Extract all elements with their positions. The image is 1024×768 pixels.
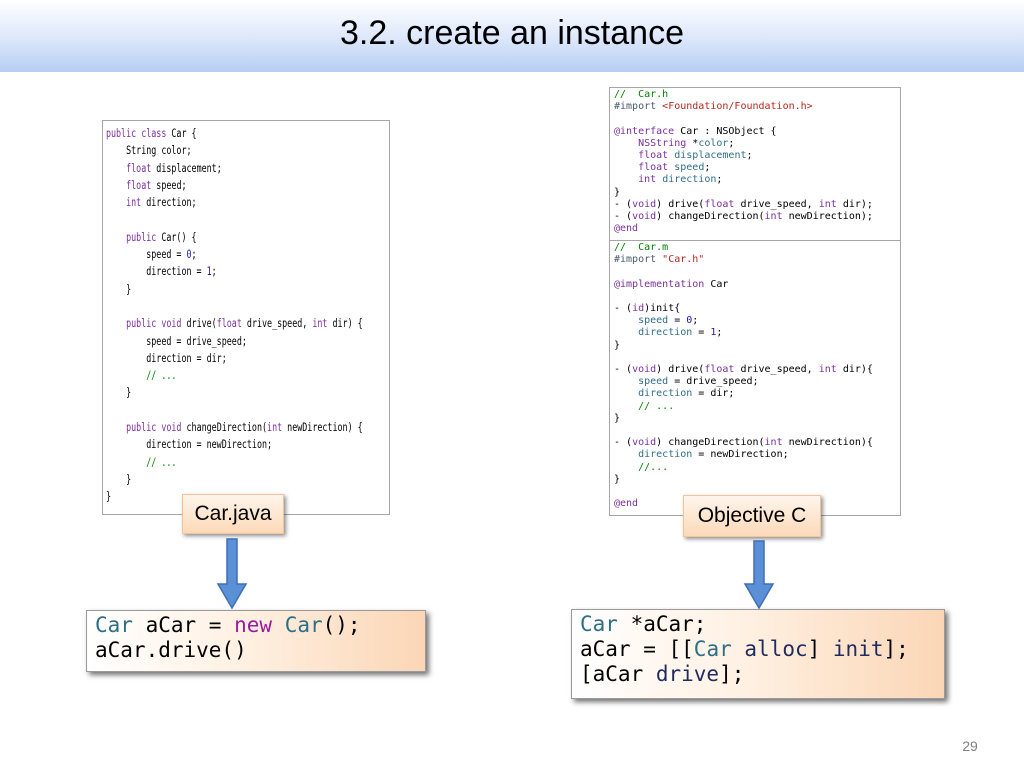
code-token: float [704,198,735,210]
code-token: @end [614,223,639,235]
code-token: speed [638,315,669,327]
code-token: speed [674,162,705,174]
java-code-box: public class Car { String color; float d… [102,120,390,515]
code-token: // ... [146,369,177,383]
code-token: int [818,364,837,376]
code-token: float [638,150,669,162]
code-token: // ... [146,455,177,469]
java-code-listing: public class Car { String color; float d… [105,127,363,504]
code-token: // Car.h [614,89,669,100]
code-token: int [764,211,783,223]
code-token: Car [580,612,618,636]
code-token: #import [614,101,663,113]
code-token: #import [614,254,663,266]
code-token: float [704,364,735,376]
java-down-arrow [216,538,248,610]
code-token: "Car.h" [662,254,705,266]
java-instance-snippet: Car aCar = new Car(); aCar.drive() [86,610,426,672]
code-token: void [632,364,657,376]
code-token: int [638,174,657,186]
objc-impl-box: // Car.m #import "Car.h" @implementation… [609,240,901,516]
code-token: displacement [674,150,747,162]
code-token: void [632,211,657,223]
code-token: NSString [638,137,687,149]
code-token: 0 [186,248,192,262]
code-token: int [818,198,837,210]
code-token: @interface [614,125,675,137]
slide-page-number: 29 [962,738,978,754]
code-token: 0 [686,315,693,327]
java-file-label-text: Car.java [194,502,272,525]
objc-impl-listing: // Car.m #import "Car.h" @implementation… [614,242,873,510]
code-token: public class [105,127,167,140]
code-token: float [126,161,152,175]
code-token: speed [638,376,669,388]
code-token: void [632,198,657,210]
objc-header-box: // Car.h #import <Foundation/Foundation.… [609,87,901,241]
code-token: // Car.m [614,242,669,253]
slide-title: 3.2. create an instance [339,14,684,52]
code-token: alloc [744,637,808,661]
code-token: int [126,196,142,210]
code-token: public void [126,421,182,435]
code-token: Car [95,613,133,637]
code-token: float [126,178,152,192]
objc-down-arrow [743,540,775,610]
java-file-label: Car.java [182,494,284,534]
objc-instance-snippet: Car *aCar; aCar = [[Car alloc] init]; [a… [571,609,945,699]
code-token: // ... [638,400,675,412]
code-token: //... [638,461,669,473]
code-token: int [312,317,328,331]
code-token: public [126,230,157,244]
code-token: int [267,421,283,435]
slide-title-bar: 3.2. create an instance [0,0,1024,72]
code-token: public void [126,317,182,331]
code-token: direction [638,388,693,400]
code-token: void [632,437,657,449]
code-token: direction [662,174,717,186]
code-token: float [638,162,669,174]
code-token: @end [614,498,639,510]
java-down-arrow-shape [216,538,248,610]
objc-header-listing: // Car.h #import <Foundation/Foundation.… [614,89,873,235]
code-token: 1 [206,265,212,279]
code-token: init [832,637,884,661]
code-token: <Foundation/Foundation.h> [662,101,813,113]
objc-label: Objective C [683,495,821,537]
code-token: Car [693,637,732,661]
code-token: @implementation [614,278,705,290]
code-token: new [234,613,273,637]
code-token: id [632,303,645,315]
code-token: direction [638,327,693,339]
objc-down-arrow-shape [743,540,775,610]
code-token: int [764,437,783,449]
objc-label-text: Objective C [697,504,807,527]
code-token: float [216,317,242,331]
code-token: 1 [710,327,717,339]
code-token: color [698,137,729,149]
code-token: direction [638,449,693,461]
code-token: drive [655,662,720,686]
code-token: Car [284,613,323,637]
